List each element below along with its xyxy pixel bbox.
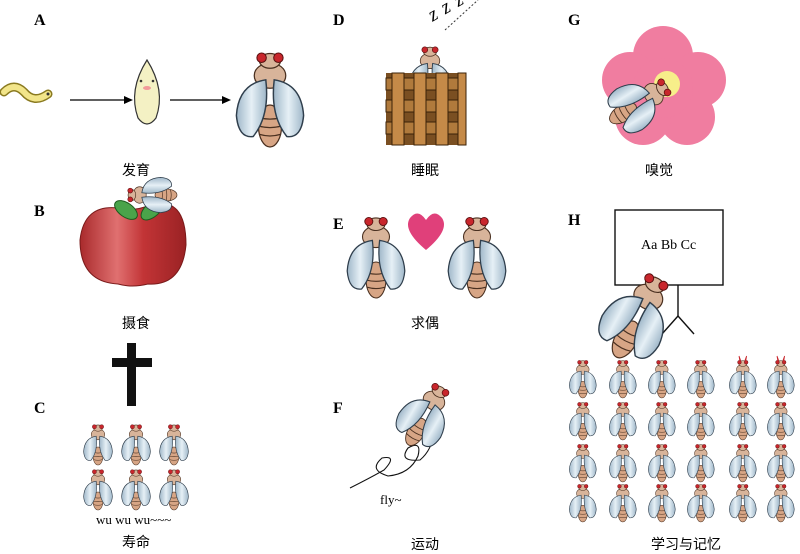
caption-locomotion: 运动 xyxy=(411,537,439,553)
fly-icon xyxy=(159,424,189,466)
panel-label-h: H xyxy=(568,212,581,229)
trained-fly-icon xyxy=(729,356,756,398)
fly-icon xyxy=(569,484,597,523)
fly-icon xyxy=(687,360,715,399)
panel-label-e: E xyxy=(333,216,344,233)
leaf-icon xyxy=(114,200,138,220)
fly-icon xyxy=(767,402,795,441)
panel-label-c: C xyxy=(34,400,46,417)
fly-icon xyxy=(569,402,597,441)
caption-learning-memory: 学习与记忆 xyxy=(651,537,721,553)
flight-path xyxy=(349,431,435,489)
fly-icon xyxy=(767,484,795,523)
caption-sleep: 睡眠 xyxy=(411,163,439,179)
fly-icon xyxy=(687,484,715,523)
panel-g-illustration xyxy=(597,26,726,145)
flying-fly-icon xyxy=(387,374,464,458)
cross-icon xyxy=(127,343,136,406)
fly-icon xyxy=(609,402,637,441)
fly-icon xyxy=(767,444,795,483)
fly-icon xyxy=(648,484,676,523)
fly-icon xyxy=(609,484,637,523)
fly-icon xyxy=(729,402,757,441)
fly-icon xyxy=(687,402,715,441)
adult-fly-icon xyxy=(235,52,305,148)
fly-icon xyxy=(609,360,637,399)
panel-b-illustration xyxy=(79,177,187,287)
caption-feeding: 摄食 xyxy=(122,316,150,332)
fly-icon xyxy=(83,424,113,466)
fly-icon xyxy=(648,402,676,441)
panel-label-g: G xyxy=(568,12,581,29)
fly-icon xyxy=(159,469,189,511)
male-fly-icon xyxy=(346,216,406,299)
panel-a-illustration xyxy=(0,52,305,148)
panel-label-b: B xyxy=(34,203,45,220)
panel-h-illustration xyxy=(569,209,795,523)
heart-icon xyxy=(408,213,444,250)
fly-grid xyxy=(569,356,795,523)
caption-courtship: 求偶 xyxy=(411,316,439,332)
fly-icon xyxy=(729,444,757,483)
fly-icon xyxy=(83,469,113,511)
panel-e-illustration xyxy=(346,213,507,299)
caption-lifespan: 寿命 xyxy=(122,535,150,551)
fly-icon xyxy=(648,444,676,483)
feeding-fly-icon xyxy=(127,177,178,213)
female-fly-icon xyxy=(447,216,507,299)
fly-icon xyxy=(121,469,151,511)
pupa-icon xyxy=(133,58,161,125)
trained-fly-icon xyxy=(767,356,794,398)
blackboard-text: Aa Bb Cc xyxy=(641,238,697,253)
fly-icon xyxy=(687,444,715,483)
fly-icon xyxy=(648,360,676,399)
fly-sound-text: fly~ xyxy=(380,492,402,507)
panel-c-illustration xyxy=(83,343,189,511)
lament-text: wu wu wu~~~ xyxy=(96,512,172,527)
panel-d-illustration xyxy=(385,0,479,146)
caption-olfaction: 嗅觉 xyxy=(645,163,673,179)
fly-icon xyxy=(609,444,637,483)
panel-f-illustration xyxy=(349,374,464,489)
caption-development: 发育 xyxy=(122,163,150,179)
fly-icon xyxy=(569,360,597,399)
panel-label-d: D xyxy=(333,12,345,29)
blackboard-icon xyxy=(614,209,724,286)
panel-label-f: F xyxy=(333,400,343,417)
panel-label-a: A xyxy=(34,12,46,29)
fly-icon xyxy=(569,444,597,483)
fly-icon xyxy=(121,424,151,466)
fly-icon xyxy=(729,484,757,523)
